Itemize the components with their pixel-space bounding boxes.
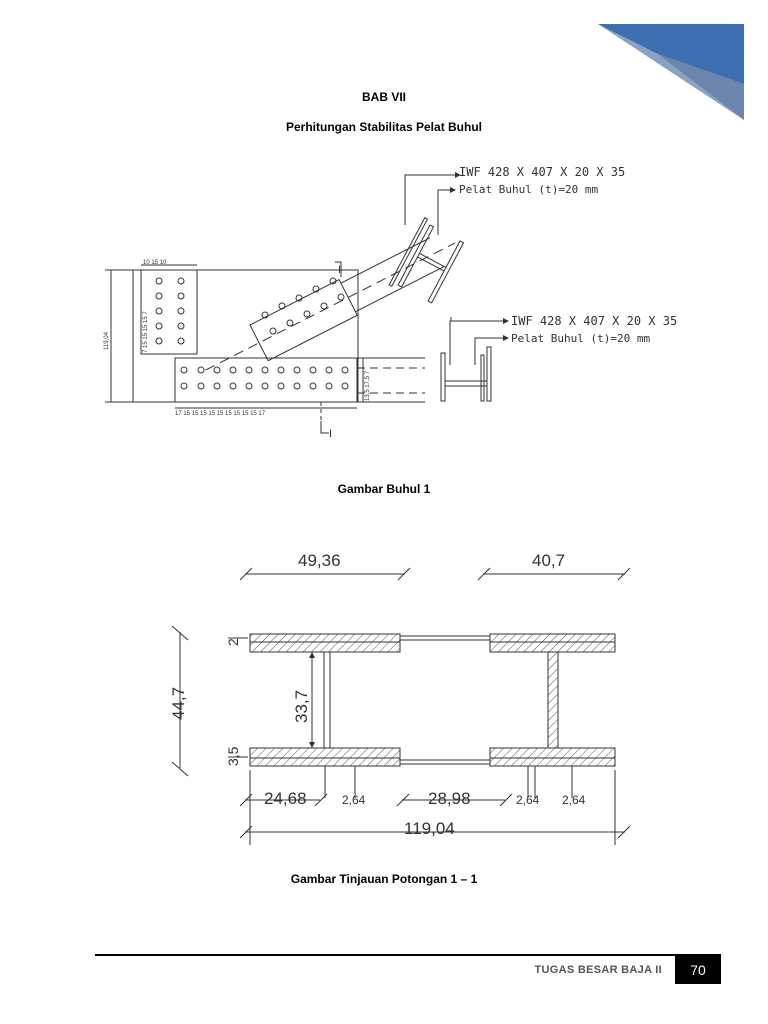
label-iwf-top: IWF 428 X 407 X 20 X 35 — [459, 165, 625, 179]
dim-49-36: 49,36 — [298, 551, 341, 570]
footer-divider — [95, 954, 721, 956]
dim-top: 10 15 10 — [143, 260, 167, 266]
dim-2: 2 — [225, 638, 241, 646]
dim-height: 119,04 — [104, 331, 110, 350]
caption-figure-1: Gambar Buhul 1 — [337, 482, 431, 496]
corner-decoration — [598, 24, 744, 120]
dim-3-5: 3,5 — [225, 746, 241, 766]
dim-119-04: 119,04 — [404, 819, 455, 838]
section-mark-top: I — [338, 264, 341, 276]
figure-section-1-1: 49,36 40,7 44,7 33,7 2 3,5 24,68 2,64 28… — [169, 551, 631, 845]
dim-40-7: 40,7 — [532, 551, 565, 570]
dim-24-68: 24,68 — [264, 789, 307, 808]
dim-28-98: 28,98 — [428, 789, 471, 808]
page-title: Perhitungan Stabilitas Pelat Buhul — [285, 120, 483, 134]
dim-2-64-c: 2,64 — [562, 793, 586, 807]
dim-2-64-a: 2,64 — [342, 793, 366, 807]
footer-course: TUGAS BESAR BAJA II — [534, 964, 662, 976]
label-plate-right: Pelat Buhul (t)=20 mm — [511, 332, 650, 345]
dim-33-7: 33,7 — [292, 690, 311, 723]
dim-bottom: 17 15 15 15 15 15 15 15 15 15 17 — [175, 411, 266, 417]
label-plate-top: Pelat Buhul (t)=20 mm — [459, 183, 598, 196]
chapter-heading: BAB VII — [361, 90, 406, 104]
dim-side-left: 7 15 15 15 15 7 — [143, 311, 149, 353]
caption-figure-2: Gambar Tinjauan Potongan 1 – 1 — [290, 872, 478, 886]
figure-buhul-1: IWF 428 X 407 X 20 X 35 Pelat Buhul (t)=… — [104, 165, 677, 440]
label-iwf-right: IWF 428 X 407 X 20 X 35 — [511, 314, 677, 328]
dim-2-64-b: 2,64 — [516, 793, 540, 807]
dim-side-right: 13,5 17,5 7 — [365, 370, 371, 401]
dim-44-7: 44,7 — [169, 687, 188, 720]
page-number: 70 — [675, 954, 721, 984]
section-mark-bottom: I — [329, 428, 332, 440]
